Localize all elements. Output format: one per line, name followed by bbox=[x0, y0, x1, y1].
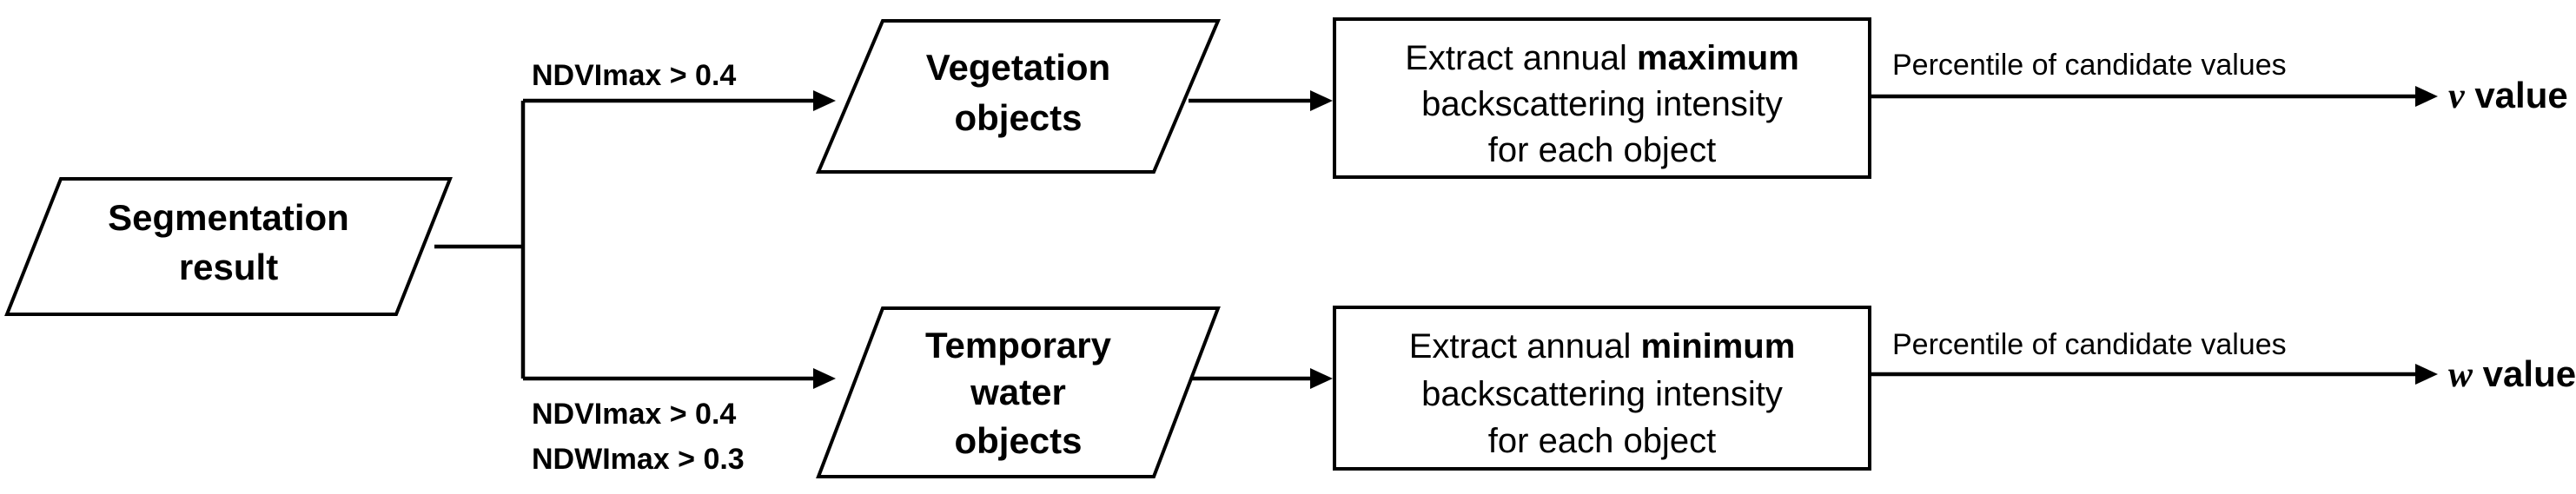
percentile-label-top: Percentile of candidate values bbox=[1892, 49, 2287, 82]
connectors bbox=[434, 94, 2415, 381]
water-label-line3: objects bbox=[954, 420, 1082, 461]
extract-min-line2: backscattering intensity bbox=[1421, 375, 1783, 413]
node-vegetation-objects: Vegetation objects bbox=[815, 19, 1222, 174]
extract-max-line3: for each object bbox=[1488, 131, 1716, 169]
node-extract-maximum: Extract annual maximum backscattering in… bbox=[1333, 17, 1871, 179]
arrowhead-v-value bbox=[2415, 86, 2438, 107]
extract-min-line1: Extract annual minimum bbox=[1409, 327, 1796, 366]
segmentation-label-line2: result bbox=[179, 247, 278, 287]
extract-max-line2: backscattering intensity bbox=[1421, 85, 1783, 123]
arrowhead-vegetation bbox=[813, 90, 836, 111]
output-v-value: v value bbox=[2448, 75, 2568, 116]
segmentation-label-line1: Segmentation bbox=[108, 197, 349, 238]
arrowheads bbox=[813, 86, 2438, 389]
condition-water-ndwi: NDWImax > 0.3 bbox=[532, 443, 745, 476]
node-extract-minimum: Extract annual minimum backscattering in… bbox=[1333, 306, 1871, 471]
condition-vegetation: NDVImax > 0.4 bbox=[532, 59, 736, 92]
extract-max-box bbox=[1333, 17, 1871, 179]
water-parallelogram bbox=[816, 306, 1221, 478]
extract-max-line1: Extract annual maximum bbox=[1405, 39, 1799, 77]
water-label-line2: water bbox=[970, 372, 1066, 412]
node-segmentation-result: Segmentation result bbox=[4, 177, 453, 316]
output-w-value: w value bbox=[2448, 353, 2576, 395]
arrowhead-w-value bbox=[2415, 364, 2438, 385]
water-label-line1: Temporary bbox=[925, 325, 1112, 366]
arrowhead-extract-max bbox=[1310, 90, 1333, 111]
extract-min-box bbox=[1333, 306, 1871, 471]
extract-min-line3: for each object bbox=[1488, 422, 1716, 460]
segmentation-parallelogram bbox=[4, 177, 453, 316]
vegetation-label-line1: Vegetation bbox=[926, 47, 1110, 88]
vegetation-parallelogram bbox=[815, 19, 1222, 174]
vegetation-label-line2: objects bbox=[954, 97, 1082, 138]
node-temporary-water-objects: Temporary water objects bbox=[816, 306, 1221, 478]
condition-water-ndvi: NDVImax > 0.4 bbox=[532, 398, 736, 431]
percentile-label-bottom: Percentile of candidate values bbox=[1892, 328, 2287, 361]
arrowhead-water bbox=[813, 368, 836, 389]
arrowhead-extract-min bbox=[1310, 368, 1333, 389]
